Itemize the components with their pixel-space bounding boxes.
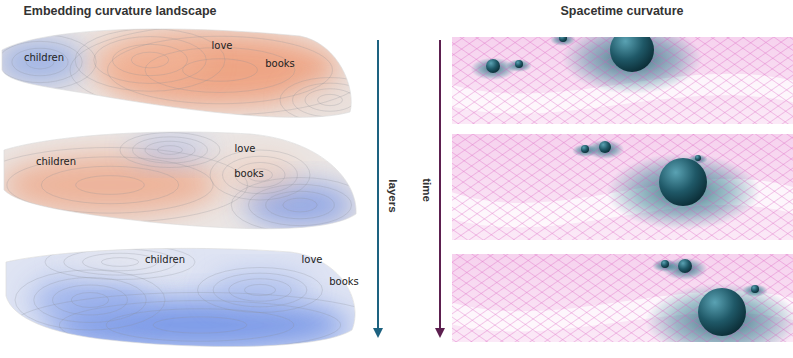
mass-sphere bbox=[659, 158, 707, 206]
contour-line bbox=[229, 279, 292, 302]
contour-line bbox=[70, 25, 370, 115]
contour-line bbox=[13, 293, 388, 358]
contour-line bbox=[0, 148, 248, 223]
word-label: children bbox=[36, 156, 76, 167]
spacetime-grid bbox=[452, 254, 793, 342]
axis-label: layers bbox=[387, 179, 400, 212]
landscape-edge bbox=[4, 132, 356, 229]
mass-sphere bbox=[751, 285, 759, 293]
contour-line bbox=[71, 293, 109, 308]
contour-line bbox=[75, 29, 225, 92]
contour-line bbox=[318, 94, 343, 105]
spacetime-grid bbox=[452, 134, 793, 240]
mass-sphere bbox=[599, 141, 611, 153]
contour-line bbox=[210, 150, 310, 200]
contour-line bbox=[94, 37, 207, 84]
contour-line bbox=[231, 178, 369, 233]
contour-line bbox=[131, 52, 169, 68]
word-label: books bbox=[329, 276, 359, 287]
contour-line bbox=[153, 317, 247, 333]
contour-line bbox=[244, 284, 275, 295]
contour-line bbox=[158, 146, 183, 155]
landscape-edge bbox=[6, 248, 355, 346]
mass-sphere bbox=[678, 259, 692, 273]
contour-line bbox=[0, 35, 96, 90]
contour-line bbox=[34, 278, 147, 323]
contour-line bbox=[53, 285, 128, 315]
contour-line bbox=[248, 184, 351, 225]
curvature-patch bbox=[210, 272, 310, 308]
word-label: books bbox=[234, 168, 264, 179]
contour-line bbox=[120, 133, 220, 168]
mass-sphere bbox=[559, 37, 567, 42]
contour-line bbox=[0, 41, 82, 82]
contour-line bbox=[101, 258, 139, 267]
word-label: love bbox=[302, 254, 323, 265]
panel-title: Embedding curvature landscape bbox=[23, 5, 216, 19]
curvature-patch bbox=[30, 276, 150, 324]
mass-sphere bbox=[698, 288, 746, 336]
contour-line bbox=[223, 156, 298, 194]
mass-sphere bbox=[486, 59, 500, 73]
curvature-patch bbox=[0, 155, 220, 215]
contour-line bbox=[15, 270, 165, 330]
word-label: love bbox=[212, 40, 233, 51]
curvature-patch bbox=[130, 136, 210, 164]
axis-label: time bbox=[421, 178, 434, 202]
contour-line bbox=[113, 44, 188, 75]
contour-line bbox=[145, 141, 195, 159]
contour-line bbox=[183, 59, 258, 82]
spacetime-panel bbox=[452, 134, 793, 240]
curvature-patch bbox=[220, 155, 300, 195]
curvature-patch bbox=[290, 82, 370, 118]
landscape-surface bbox=[6, 245, 388, 358]
landscape-edge bbox=[2, 29, 351, 117]
panel-ground bbox=[452, 254, 793, 342]
panel-ground bbox=[452, 134, 793, 240]
word-label: children bbox=[24, 52, 64, 63]
contour-line bbox=[305, 89, 355, 112]
contour-line bbox=[76, 176, 145, 195]
landscape-surface bbox=[0, 132, 369, 233]
mass-sphere bbox=[581, 145, 589, 153]
contour-line bbox=[41, 166, 179, 204]
contour-line bbox=[145, 48, 295, 93]
contour-line bbox=[283, 198, 317, 212]
contour-line bbox=[12, 48, 68, 76]
contour-line bbox=[293, 83, 368, 117]
contour-line bbox=[198, 268, 323, 313]
contour-line bbox=[213, 273, 307, 307]
time-arrow bbox=[439, 40, 441, 336]
contour-line bbox=[266, 191, 335, 219]
mass-sphere bbox=[695, 155, 701, 161]
contour-line bbox=[108, 36, 333, 104]
word-label: books bbox=[265, 58, 295, 69]
word-label: love bbox=[235, 143, 256, 154]
panel-title: Spacetime curvature bbox=[561, 5, 684, 19]
mass-sphere bbox=[661, 260, 669, 268]
layers-arrow bbox=[377, 40, 379, 336]
mass-sphere bbox=[610, 37, 654, 72]
landscape-surface bbox=[0, 25, 380, 123]
contour-line bbox=[133, 137, 208, 163]
word-label: children bbox=[145, 254, 185, 265]
spacetime-panel bbox=[452, 254, 793, 342]
spacetime-panel bbox=[452, 37, 793, 124]
mass-sphere bbox=[515, 60, 523, 68]
contour-line bbox=[235, 163, 285, 188]
